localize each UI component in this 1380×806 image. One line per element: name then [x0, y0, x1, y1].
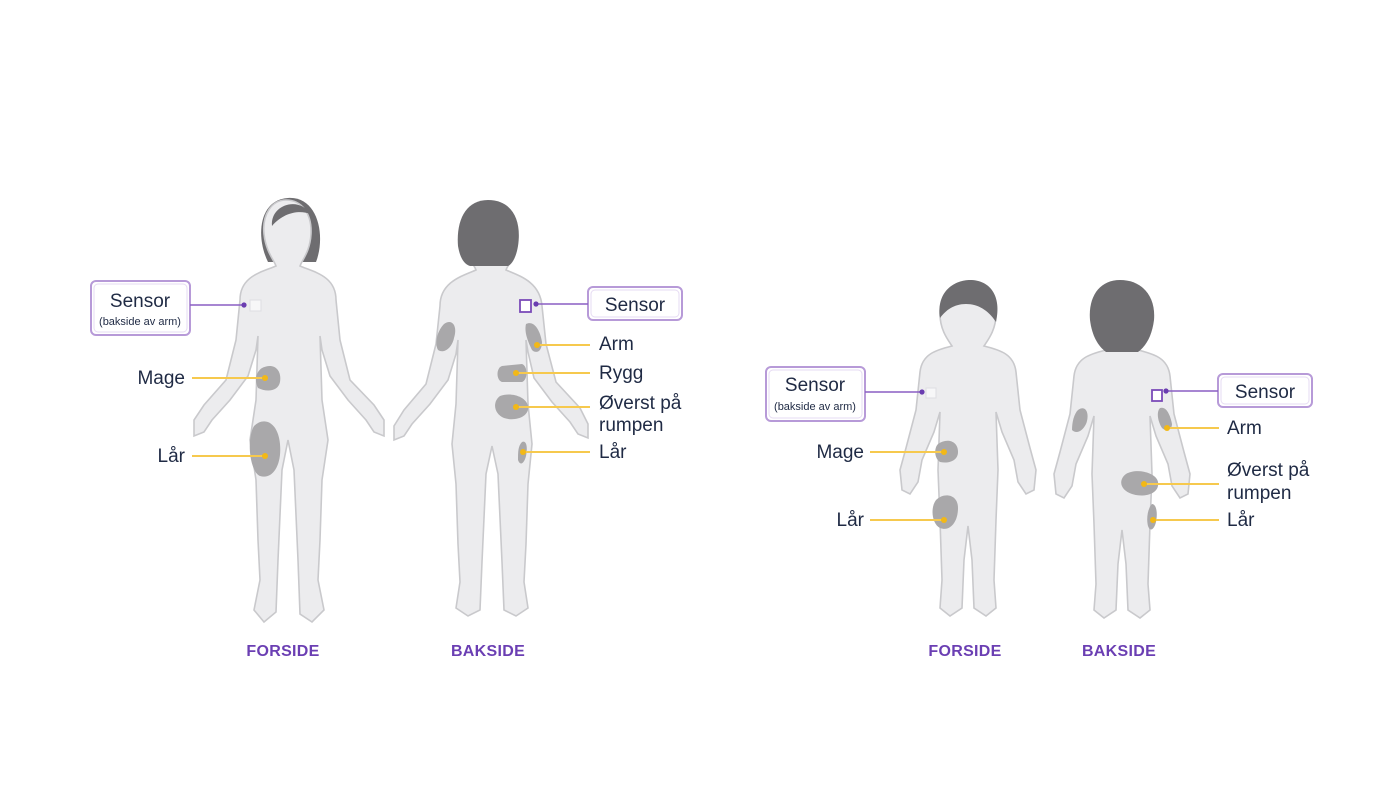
adult-front-label-mage: Mage	[137, 368, 185, 389]
adult-back-sensor-dot	[533, 301, 539, 307]
child-front-sensor-callout	[765, 366, 866, 422]
adult-back-label-arm: Arm	[599, 334, 634, 355]
child-back-label-rumpen-2: rumpen	[1227, 483, 1291, 504]
child-front-body-silhouette	[899, 281, 1037, 617]
adult-back-sensor-title: Sensor	[605, 295, 666, 316]
child-front-label-mage: Mage	[816, 442, 864, 463]
child-back-dot-rumpen	[1141, 481, 1147, 487]
adult-front-caption: FORSIDE	[246, 643, 319, 660]
adult-back-body-silhouette	[393, 205, 589, 617]
adult-back-sensor-square	[519, 299, 532, 313]
adult-front-label-lar: Lår	[158, 446, 186, 467]
child-back-zone-arm-right	[1157, 407, 1172, 431]
adult-back-dot-rygg	[513, 370, 519, 376]
child-back-zone-lar	[1147, 504, 1157, 530]
child-back-sensor-callout-inner	[1220, 376, 1310, 405]
adult-back-dot-lar	[520, 449, 526, 455]
adult-front-sensor-title: Sensor	[110, 291, 171, 312]
adult-back-sensor-callout-inner	[590, 289, 680, 318]
adult-back-caption: BAKSIDE	[451, 643, 525, 660]
child-back-label-lar: Lår	[1227, 510, 1255, 531]
adult-back-dot-arm	[534, 342, 540, 348]
adult-front-body-silhouette	[193, 199, 385, 624]
adult-front-dot-lar	[262, 453, 268, 459]
adult-front-sensor-note: (bakside av arm)	[99, 316, 181, 328]
adult-front-sensor-callout-inner	[93, 283, 188, 333]
child-front-sensor-dot	[919, 389, 925, 395]
child-back-zone-rumpen	[1121, 471, 1159, 496]
child-front-annotations: Sensor (bakside av arm) Mage Lår	[765, 366, 947, 531]
child-back-figure	[1053, 280, 1191, 619]
child-back-label-arm: Arm	[1227, 418, 1262, 439]
adult-front-hair-fringe	[271, 204, 310, 226]
adult-back-zone-rumpen	[495, 394, 529, 420]
adult-back-label-rygg: Rygg	[599, 363, 643, 384]
adult-front-sensor-dot	[241, 302, 247, 308]
child-front-figure	[899, 280, 1037, 617]
adult-front-annotations: Sensor (bakside av arm) Mage Lår	[90, 280, 268, 467]
child-back-caption: BAKSIDE	[1082, 643, 1156, 660]
adult-back-label-lar: Lår	[599, 442, 627, 463]
adult-back-annotations: Sensor Arm Rygg Øverst på rumpen Lår	[513, 286, 683, 463]
adult-back-figure	[393, 200, 589, 617]
child-back-sensor-dot	[1163, 388, 1169, 394]
adult-front-zone-mage	[255, 365, 281, 391]
adult-front-sensor-marker	[249, 299, 262, 312]
adult-front-dot-mage	[262, 375, 268, 381]
adult-back-label-rumpen-1: Øverst på	[599, 393, 682, 414]
child-front-dot-mage	[941, 449, 947, 455]
child-front-sensor-note: (bakside av arm)	[774, 401, 856, 413]
adult-back-zone-rygg	[497, 364, 527, 382]
child-back-zone-arm-left	[1072, 408, 1088, 432]
adult-front-sensor-callout	[90, 280, 191, 336]
adult-front-zone-lar	[249, 421, 281, 477]
child-front-caption: FORSIDE	[928, 643, 1001, 660]
child-front-sensor-marker	[925, 387, 937, 399]
adult-front-figure	[193, 197, 385, 624]
child-back-annotations: Sensor Arm Øverst på rumpen Lår	[1141, 373, 1313, 531]
child-back-sensor-title: Sensor	[1235, 382, 1296, 403]
child-back-sensor-square	[1151, 389, 1163, 402]
child-front-sensor-callout-inner	[768, 369, 863, 419]
child-front-dot-lar	[941, 517, 947, 523]
adult-back-label-rumpen-2: rumpen	[599, 415, 663, 436]
child-back-label-rumpen-1: Øverst på	[1227, 460, 1310, 481]
adult-back-dot-rumpen	[513, 404, 519, 410]
child-front-label-lar: Lår	[837, 510, 865, 531]
adult-back-zone-arm-left	[436, 321, 456, 352]
adult-back-hair	[457, 200, 519, 266]
child-back-dot-arm	[1164, 425, 1170, 431]
child-front-sensor-title: Sensor	[785, 375, 846, 396]
child-back-dot-lar	[1150, 517, 1156, 523]
child-front-hair	[939, 280, 998, 322]
child-back-hair	[1089, 280, 1155, 352]
